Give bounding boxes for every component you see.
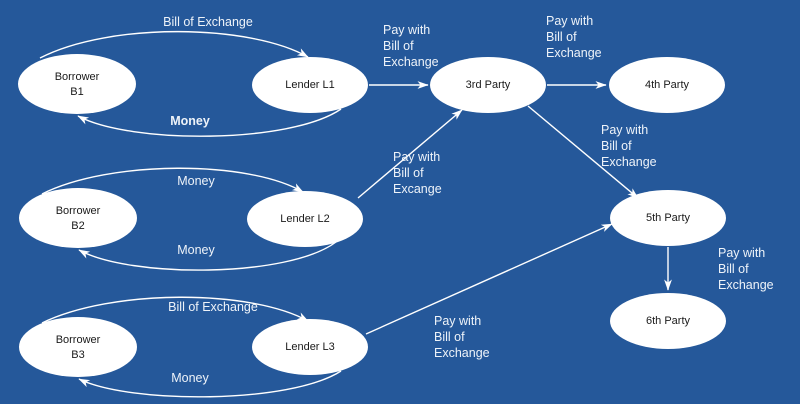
edge-l3-b3-money: [78, 370, 342, 398]
node-label-l3: Lender L3: [285, 341, 335, 353]
node-shape-p4: [609, 57, 725, 113]
edge-l3-p5-pay: [365, 223, 613, 335]
edge-label-b3-l3-boe: Bill of Exchange: [168, 300, 258, 314]
node-l3[interactable]: Lender L3: [252, 319, 368, 375]
node-label-p3: 3rd Party: [466, 79, 511, 91]
edge-label-b2-l2-money: Money: [177, 174, 215, 188]
edge-label-l3-b3-money: Money: [171, 371, 209, 385]
node-label-p6: 6th Party: [646, 315, 691, 327]
node-p3[interactable]: 3rd Party: [430, 57, 546, 113]
node-label-p5: 5th Party: [646, 212, 691, 224]
node-shape-b1: [18, 54, 136, 114]
edge-p3-p5-pay: [527, 105, 639, 199]
node-shape-p6: [610, 293, 726, 349]
edges-layer: [39, 30, 672, 398]
node-p6[interactable]: 6th Party: [610, 293, 726, 349]
edge-l2-p3-pay: [357, 109, 463, 199]
node-shape-p5: [610, 190, 726, 246]
node-label-p4: 4th Party: [645, 79, 690, 91]
edge-b1-l1-boe: [39, 30, 309, 59]
node-shape-l3: [252, 319, 368, 375]
node-shape-l2: [247, 191, 363, 247]
edge-label-l1-b1-money: Money: [170, 114, 210, 128]
edge-label-b1-l1-boe: Bill of Exchange: [163, 15, 253, 29]
node-shape-b2: [19, 188, 137, 248]
edge-b2-l2-money: [41, 167, 304, 195]
node-l1[interactable]: Lender L1: [252, 57, 368, 113]
node-shape-p3: [430, 57, 546, 113]
node-shape-b3: [19, 317, 137, 377]
edge-b3-l3-boe: [41, 296, 309, 324]
node-label-l2: Lender L2: [280, 213, 330, 225]
edge-label-l2-b2-money: Money: [177, 243, 215, 257]
node-p5[interactable]: 5th Party: [610, 190, 726, 246]
node-shape-l1: [252, 57, 368, 113]
node-p4[interactable]: 4th Party: [609, 57, 725, 113]
edge-l1-b1-money: [77, 108, 342, 137]
node-label-l1: Lender L1: [285, 79, 335, 91]
edge-l2-b2-money: [78, 241, 337, 271]
node-l2[interactable]: Lender L2: [247, 191, 363, 247]
